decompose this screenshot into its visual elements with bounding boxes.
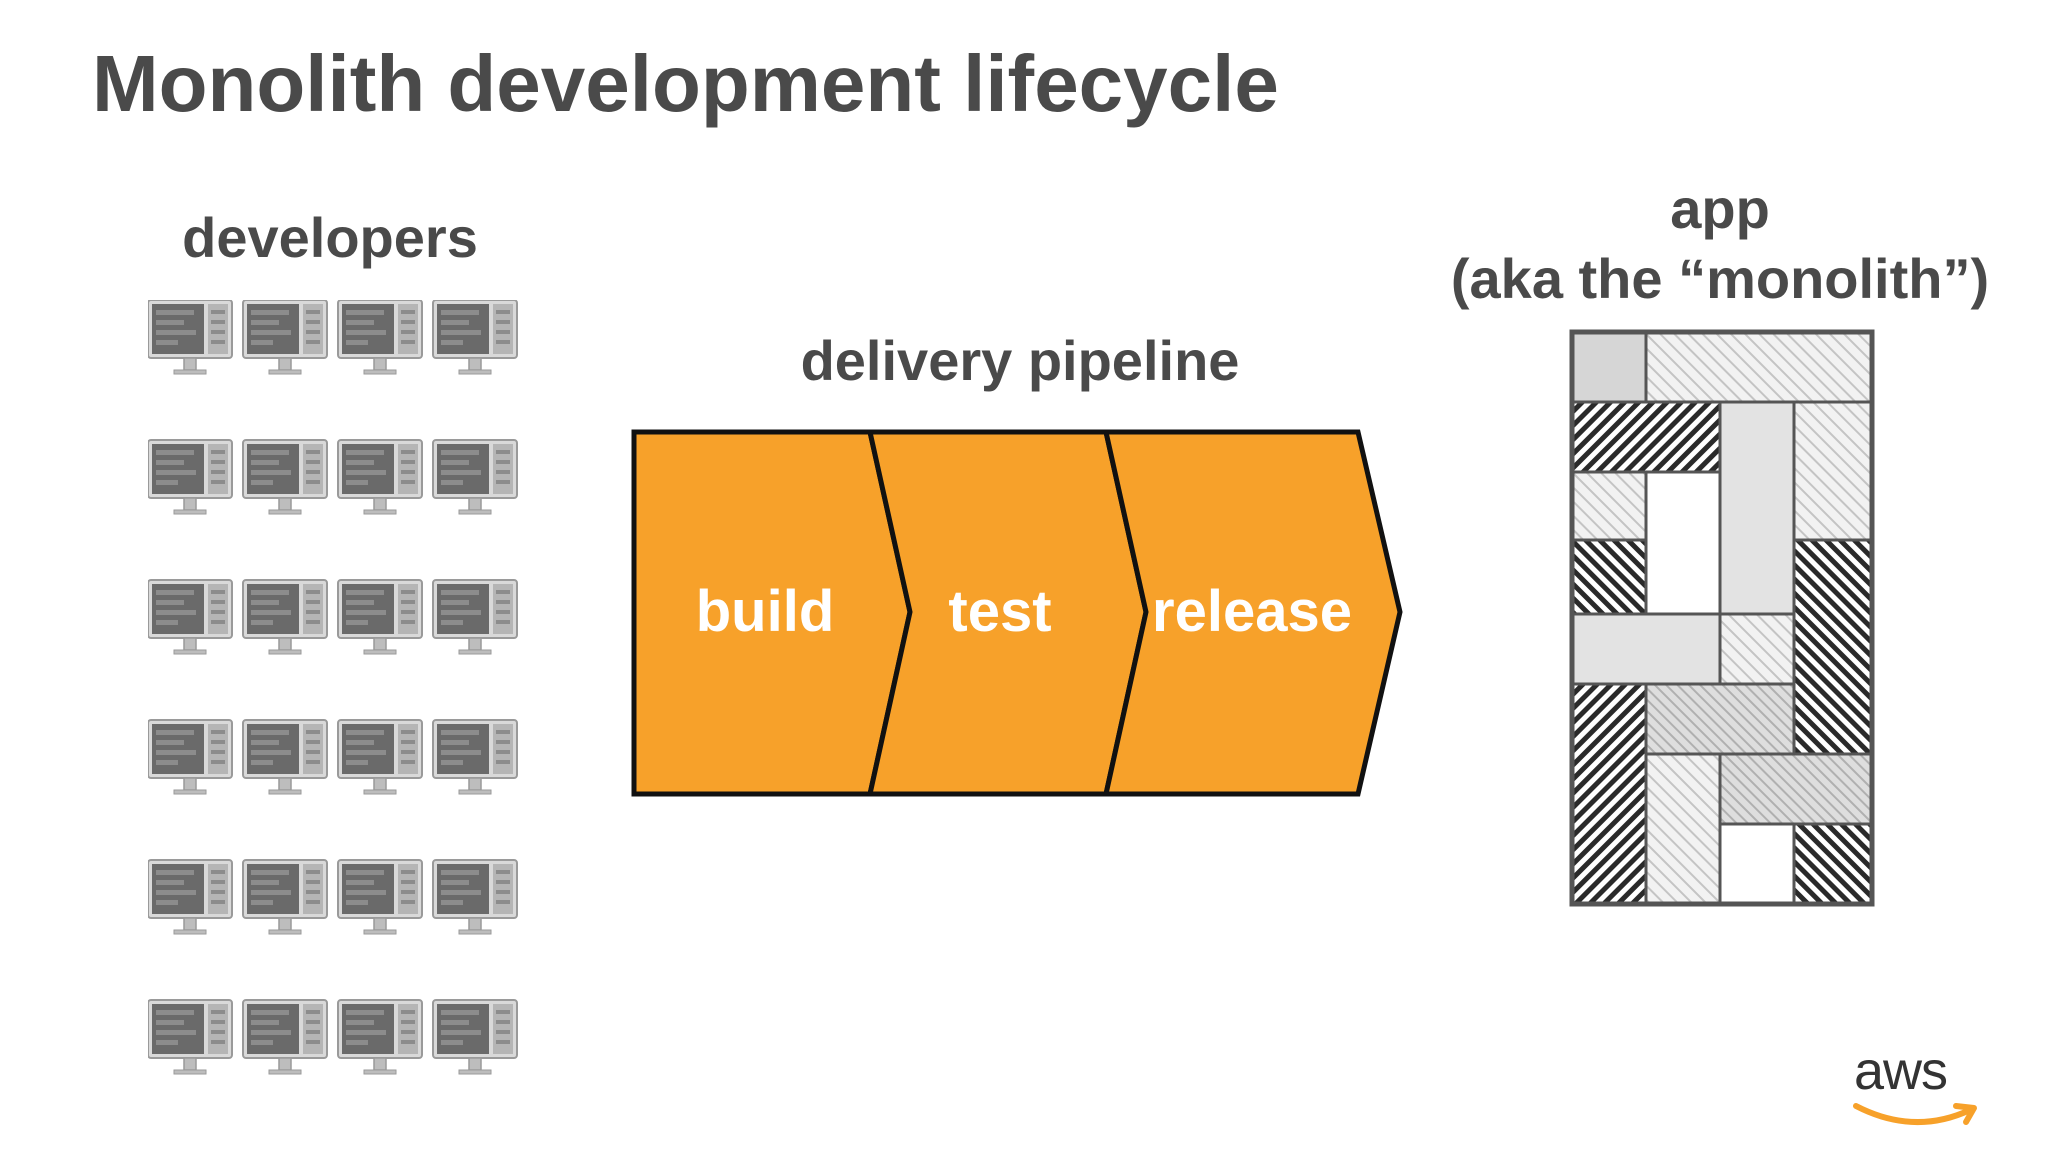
computer-icon (242, 999, 328, 1075)
computer-icon (242, 579, 328, 655)
aws-smile-icon (1853, 1103, 1977, 1125)
aws-logo-icon: aws (1852, 1040, 1982, 1136)
computer-icon (337, 719, 423, 795)
computer-icon (432, 299, 518, 375)
computer-icon (242, 859, 328, 935)
computer-icon (242, 439, 328, 515)
monolith-app-block (1568, 328, 1876, 908)
slide-title: Monolith development lifecycle (92, 39, 1279, 128)
stage-label-test: test (948, 579, 1051, 644)
delivery-pipeline: build test release (630, 428, 1410, 798)
stage-label-release: release (1152, 579, 1352, 644)
computer-icon (432, 439, 518, 515)
computer-icon (147, 579, 233, 655)
app-label-line1: app (1670, 177, 1770, 240)
computer-icon (242, 299, 328, 375)
app-label-line2: (aka the “monolith”) (1450, 247, 1990, 310)
computer-icon (432, 999, 518, 1075)
computer-icon (147, 719, 233, 795)
delivery-pipeline-label: delivery pipeline (800, 329, 1240, 392)
computer-icon (147, 439, 233, 515)
computer-icon (337, 299, 423, 375)
computer-icon (337, 859, 423, 935)
computer-icon (147, 299, 233, 375)
computer-icon (337, 579, 423, 655)
aws-logo-text: aws (1854, 1041, 1948, 1101)
computer-icon (432, 719, 518, 795)
computer-icon (337, 999, 423, 1075)
computer-icon (432, 859, 518, 935)
computer-icon (242, 719, 328, 795)
developers-label: developers (182, 206, 478, 269)
computer-icon (432, 579, 518, 655)
developer-computers-grid (147, 299, 528, 1090)
stage-label-build: build (696, 579, 835, 644)
computer-icon (147, 999, 233, 1075)
app-label: app (aka the “monolith”) (1400, 174, 2040, 314)
computer-icon (337, 439, 423, 515)
computer-icon (147, 859, 233, 935)
pipeline-stage-release (1102, 429, 1403, 797)
